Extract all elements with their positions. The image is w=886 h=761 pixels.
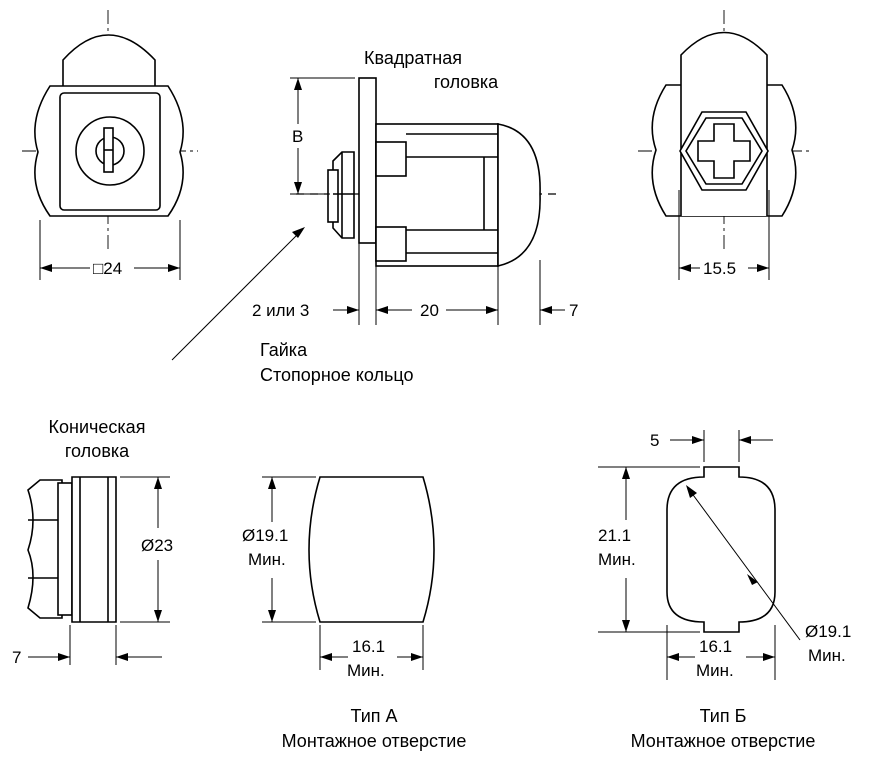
- type-b-label-line1: Тип Б: [700, 706, 747, 726]
- nut-leader-line: [171, 227, 305, 361]
- type-b-diameter-label: Ø19.1: [805, 622, 851, 641]
- conical-depth-label: 7: [12, 648, 21, 667]
- conical-head-label-line1: Коническая: [49, 417, 146, 437]
- conical-head-label-line2: головка: [65, 441, 130, 461]
- rear-view-hex: [638, 10, 810, 250]
- side-view-square-head: [296, 77, 558, 268]
- dimension-square-size: [39, 220, 181, 280]
- type-b-width-min-label: Мин.: [696, 661, 734, 680]
- dimension-type-a-width: [319, 625, 424, 670]
- type-b-slot-label: 5: [650, 431, 659, 450]
- body-length-label: 20: [420, 301, 439, 320]
- dimension-conical-depth: [28, 625, 162, 665]
- type-a-label-line1: Тип А: [350, 706, 397, 726]
- head-depth-label: 7: [569, 301, 578, 320]
- dimension-type-a-diameter: [262, 476, 316, 623]
- type-a-width-label: 16.1: [352, 637, 385, 656]
- dimension-type-b-diagonal: [686, 485, 801, 641]
- type-b-height-label: 21.1: [598, 526, 631, 545]
- type-b-diameter-min-label: Мин.: [808, 646, 846, 665]
- dimension-type-b-slot: [670, 430, 773, 462]
- type-a-width-min-label: Мин.: [347, 661, 385, 680]
- panel-thickness-label: 2 или 3: [252, 301, 309, 320]
- type-b-height-min-label: Мин.: [598, 550, 636, 569]
- dimension-conical-diameter: [120, 476, 170, 623]
- retaining-ring-label: Стопорное кольцо: [260, 365, 413, 385]
- conical-diameter-label: Ø23: [141, 536, 173, 555]
- square-size-label: □24: [93, 259, 122, 278]
- type-b-label-line2: Монтажное отверстие: [631, 731, 816, 751]
- type-b-width-label: 16.1: [699, 637, 732, 656]
- conical-head-side-view: [27, 476, 117, 623]
- type-a-label-line2: Монтажное отверстие: [282, 731, 467, 751]
- dimension-panel-and-body: [333, 243, 565, 325]
- dimension-type-b-height: [598, 466, 700, 633]
- dimension-b: [290, 77, 355, 195]
- square-head-label-line2: головка: [434, 72, 499, 92]
- front-view-square-head: [22, 10, 198, 250]
- across-flats-label: 15.5: [703, 259, 736, 278]
- square-head-label-line1: Квадратная: [364, 48, 462, 68]
- dimension-across-flats: [678, 190, 770, 280]
- type-a-hole-outline: [308, 476, 435, 623]
- type-b-hole-outline: [666, 466, 776, 633]
- type-a-diameter-min-label: Мин.: [248, 550, 286, 569]
- type-a-diameter-label: Ø19.1: [242, 526, 288, 545]
- nut-label: Гайка: [260, 340, 308, 360]
- b-label: B: [292, 127, 303, 146]
- dimension-type-b-width: [666, 625, 776, 680]
